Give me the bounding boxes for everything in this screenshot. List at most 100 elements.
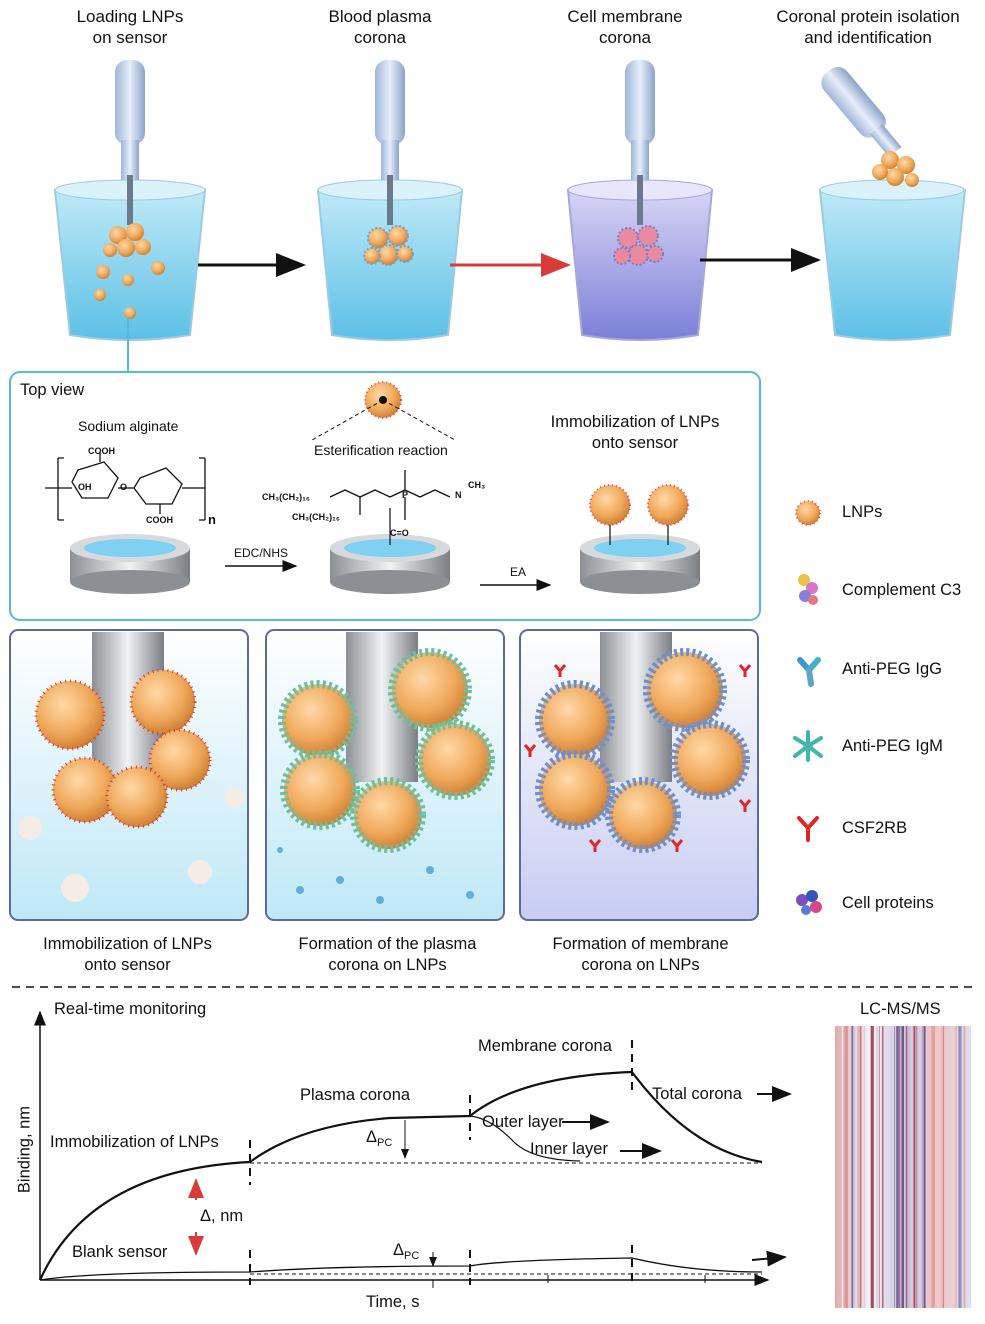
heatmap-stripe	[959, 1026, 962, 1308]
legend-label-anti-peg-igm: Anti-PEG IgM	[842, 737, 943, 755]
heatmap-stripe	[870, 1026, 872, 1308]
legend-label-complement-c3: Complement C3	[842, 581, 962, 599]
csf2rb-icon	[797, 816, 819, 842]
legend-label-anti-peg-igg: Anti-PEG IgG	[842, 660, 942, 678]
heatmap-stripe	[894, 1026, 895, 1308]
panel2-art	[277, 632, 495, 904]
panel1-art	[18, 632, 245, 902]
plot-title: Real-time monitoring	[54, 1000, 207, 1018]
label-delta-pc-lower: ΔPC	[393, 1241, 420, 1262]
top-view-frame	[9, 371, 761, 621]
heatmap-stripe	[942, 1026, 945, 1308]
heatmap-stripe	[851, 1026, 853, 1308]
chem-oh-1: OH	[78, 482, 92, 492]
heatmap-stripe	[872, 1026, 874, 1308]
heatmap-stripe	[853, 1026, 856, 1308]
sensor-disc-1	[70, 534, 190, 594]
top-view-title: Top view	[20, 381, 85, 399]
heatmap-stripe	[896, 1026, 898, 1308]
plot-xlabel: Time, s	[366, 1293, 420, 1311]
heatmap-stripe	[940, 1026, 942, 1308]
sensor-disc-3	[580, 484, 700, 594]
label-delta-pc-upper: ΔPC	[366, 1128, 393, 1149]
heatmap-stripe	[901, 1026, 902, 1308]
heatmap-stripe	[899, 1026, 901, 1308]
sodium-alginate-label: Sodium alginate	[78, 418, 179, 434]
heatmap-stripe	[913, 1026, 916, 1308]
panel3-art	[523, 632, 752, 853]
heatmap-stripe	[900, 1026, 902, 1308]
label-delta-nm: Δ, nm	[200, 1207, 244, 1225]
heatmap-stripe	[896, 1026, 900, 1308]
anti-peg-igg-icon	[797, 657, 821, 687]
chem-o-1: O	[120, 482, 128, 492]
heatmap-stripe	[933, 1026, 935, 1308]
heatmap-stripe	[843, 1026, 845, 1308]
chem-cooh-bottom: COOH	[146, 515, 173, 525]
label-inner-layer: Inner layer	[530, 1140, 608, 1158]
heatmap-stripe	[923, 1026, 925, 1308]
heatmap-stripe	[859, 1026, 862, 1308]
alginate-structure	[45, 452, 206, 521]
upper-curve	[38, 1070, 763, 1281]
chem-cooh-top: COOH	[88, 446, 115, 456]
label-outer-layer: Outer layer	[482, 1113, 564, 1131]
heatmap-stripe	[906, 1026, 909, 1308]
heatmap-stripe	[858, 1026, 860, 1308]
edc-nhs-label: EDC/NHS	[234, 546, 289, 560]
heatmap-stripe	[905, 1026, 908, 1308]
chem-ch3: CH₃	[468, 480, 486, 490]
heatmap-stripe	[845, 1026, 848, 1308]
label-blank-sensor: Blank sensor	[72, 1243, 168, 1261]
blank-arrow	[751, 1250, 787, 1267]
heatmap-stripe	[931, 1026, 934, 1308]
heatmap-stripe	[889, 1026, 891, 1308]
heatmap-stripe	[875, 1026, 879, 1308]
chem-chain-2: CH₃(CH₂)₁₆	[292, 512, 340, 522]
cup-membrane	[566, 60, 714, 341]
heatmap-stripe	[857, 1026, 859, 1308]
anti-peg-igm-icon	[793, 730, 823, 762]
sensor-disc-2	[330, 508, 450, 594]
chem-co: C=O	[390, 528, 409, 538]
heatmap-stripe	[838, 1026, 840, 1308]
esterification-label: Esterification reaction	[314, 442, 448, 458]
inner-layer-curve	[469, 1115, 581, 1162]
legend-label-lnps: LNPs	[842, 503, 883, 521]
legend-label-cell-proteins: Cell proteins	[842, 894, 934, 912]
heatmap-stripe	[915, 1026, 918, 1308]
heatmap-stripe	[963, 1026, 965, 1308]
plot-ylabel: Binding, nm	[15, 1105, 34, 1194]
heatmap-stripe	[922, 1026, 924, 1308]
legend-label-csf2rb: CSF2RB	[842, 819, 908, 837]
complement-c3-icon	[798, 574, 818, 605]
label-plasma-corona: Plasma corona	[300, 1086, 411, 1104]
heatmap-stripe	[963, 1026, 966, 1308]
cup-plasma	[316, 60, 464, 341]
heatmap-stripes	[838, 1026, 966, 1308]
heatmap-stripe	[879, 1026, 880, 1308]
cup-isolation	[818, 66, 967, 341]
label-immobilization: Immobilization of LNPs	[50, 1133, 219, 1151]
lipid-structure	[329, 470, 451, 520]
heatmap-stripe	[882, 1026, 884, 1308]
heatmap-stripe	[963, 1026, 966, 1308]
heatmap-stripe	[946, 1026, 948, 1308]
cell-proteins-icon	[796, 890, 822, 915]
heatmap-stripe	[953, 1026, 957, 1308]
heatmap-stripe	[923, 1026, 926, 1308]
heatmap-stripe	[867, 1026, 870, 1308]
heatmap-stripe	[891, 1026, 893, 1308]
blank-curve	[39, 1257, 763, 1281]
heatmap-stripe	[958, 1026, 961, 1308]
heatmap-stripe	[851, 1026, 855, 1308]
